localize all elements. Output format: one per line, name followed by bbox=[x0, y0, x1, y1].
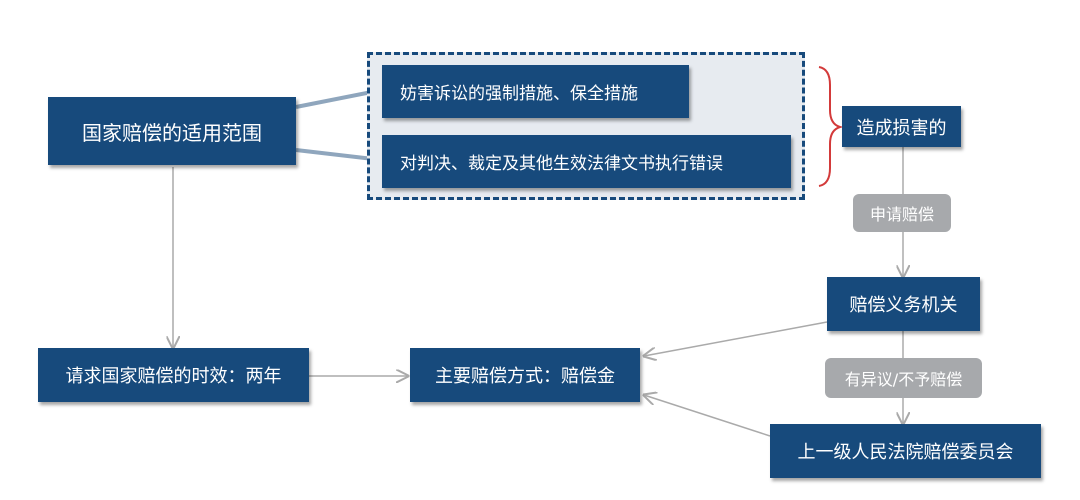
label-apply-compensation: 申请赔偿 bbox=[853, 194, 951, 232]
curly-brace bbox=[818, 66, 844, 187]
arrow-committee-to-method bbox=[644, 395, 771, 437]
node-claim-time-limit: 请求国家赔偿的时效：两年 bbox=[38, 348, 309, 402]
node-case-execution-error: 对判决、裁定及其他生效法律文书执行错误 bbox=[382, 135, 791, 188]
node-case-coercive-measures: 妨害诉讼的强制措施、保全措施 bbox=[382, 65, 689, 118]
label-objection: 有异议/不予赔偿 bbox=[825, 358, 982, 398]
arrow-obligor-to-method bbox=[644, 321, 828, 356]
node-compensation-method: 主要赔偿方式：赔偿金 bbox=[410, 348, 640, 402]
node-scope: 国家赔偿的适用范围 bbox=[48, 97, 296, 165]
node-compensation-obligor: 赔偿义务机关 bbox=[827, 277, 980, 331]
node-damage: 造成损害的 bbox=[842, 106, 961, 147]
node-superior-court-committee: 上一级人民法院赔偿委员会 bbox=[770, 424, 1041, 478]
